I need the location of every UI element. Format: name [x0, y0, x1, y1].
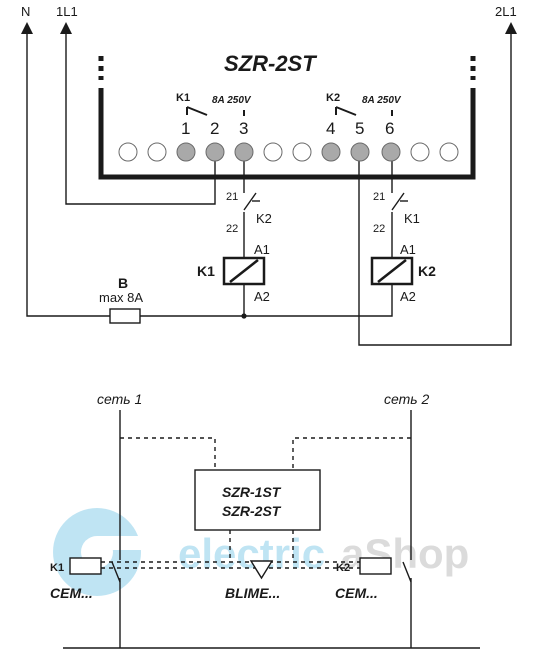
k2-coil-box: [359, 557, 392, 575]
terminal-label-6: 6: [385, 119, 394, 138]
controller-box: [194, 469, 321, 531]
n-wire: [26, 34, 110, 317]
blime-label: BLIME...: [225, 585, 280, 601]
terminal-row: [118, 142, 459, 162]
k2-main-contact: [402, 561, 412, 583]
terminal-label-3: 3: [239, 119, 248, 138]
terminal-blank: [410, 142, 430, 162]
junction-dot: [241, 313, 247, 319]
terminal-label-2: 2: [210, 119, 219, 138]
terminal-1: [176, 142, 196, 162]
k2-contact-22: 22: [373, 223, 385, 235]
terminal-blank: [263, 142, 283, 162]
blime-triangle-icon: [249, 560, 274, 580]
watermark-text-blue: electric: [178, 530, 325, 577]
k1-coil-box: [69, 557, 102, 575]
k2-contact-blade: [335, 106, 357, 116]
terminal-2: [205, 142, 225, 162]
bottom-schematic: [63, 410, 480, 649]
cem1-label: CEM...: [50, 585, 93, 601]
top-schematic: [21, 22, 517, 346]
k1-coil-a2: A2: [254, 289, 270, 304]
k2-coil-a1: A1: [400, 242, 416, 257]
l2-wire: [358, 34, 512, 346]
k1-coil-a1: A1: [254, 242, 270, 257]
fuse-rating: max 8A: [99, 290, 143, 305]
terminal-blank: [292, 142, 312, 162]
k2-interlock-label: K1: [404, 211, 420, 226]
k1-contact-21: 21: [226, 191, 238, 203]
label-1l1: 1L1: [56, 4, 78, 19]
k1-contact-blade: [186, 106, 208, 116]
relay-k2-name: K2: [326, 92, 340, 104]
terminal-blank: [439, 142, 459, 162]
label-2l1: 2L1: [495, 4, 517, 19]
coil-k2-slash: [377, 259, 407, 283]
coil-k2-out: [363, 284, 393, 317]
n-arrow-icon: [21, 22, 33, 34]
fuse-b: [109, 308, 141, 324]
terminal-blank: [118, 142, 138, 162]
device-title: SZR-2ST: [224, 51, 317, 76]
k2-coil-a2: A2: [400, 289, 416, 304]
terminal-5: [350, 142, 370, 162]
coil-k1-slash: [229, 259, 259, 283]
controller-line-1: SZR-1ST: [222, 484, 282, 500]
sense-line-1: [120, 437, 216, 470]
net2-label: сеть 2: [384, 391, 430, 407]
k2-nc-contact-blade: [391, 192, 405, 211]
terminal-label-1: 1: [181, 119, 190, 138]
k1-bottom-label: K1: [50, 562, 64, 574]
k2-coil-name: K2: [418, 263, 436, 279]
fuse-name: B: [118, 275, 128, 291]
label-n: N: [21, 4, 30, 19]
terminal-blank: [147, 142, 167, 162]
l1-arrow-icon: [60, 22, 72, 34]
k1-contact-22: 22: [226, 223, 238, 235]
relay-k1-rating: 8A 250V: [212, 95, 252, 106]
k1-main-contact: [111, 561, 121, 583]
controller-line-2: SZR-2ST: [222, 503, 282, 519]
terminal-4: [321, 142, 341, 162]
k1-coil-name: K1: [197, 263, 215, 279]
terminal-6: [381, 142, 401, 162]
terminal-label-5: 5: [355, 119, 364, 138]
k1-interlock-label: K2: [256, 211, 272, 226]
cem2-label: CEM...: [335, 585, 378, 601]
k2-contact-21: 21: [373, 191, 385, 203]
terminal-3: [234, 142, 254, 162]
relay-k1-name: K1: [176, 92, 190, 104]
terminal-label-4: 4: [326, 119, 335, 138]
l2-arrow-icon: [505, 22, 517, 34]
relay-k2-rating: 8A 250V: [362, 95, 402, 106]
watermark-logo-bar: [97, 536, 141, 550]
device-frame: [98, 88, 476, 180]
net1-label: сеть 1: [97, 391, 142, 407]
k1-nc-contact-blade: [243, 192, 257, 211]
k2-bottom-label: K2: [336, 562, 350, 574]
sense-line-2: [292, 437, 411, 470]
